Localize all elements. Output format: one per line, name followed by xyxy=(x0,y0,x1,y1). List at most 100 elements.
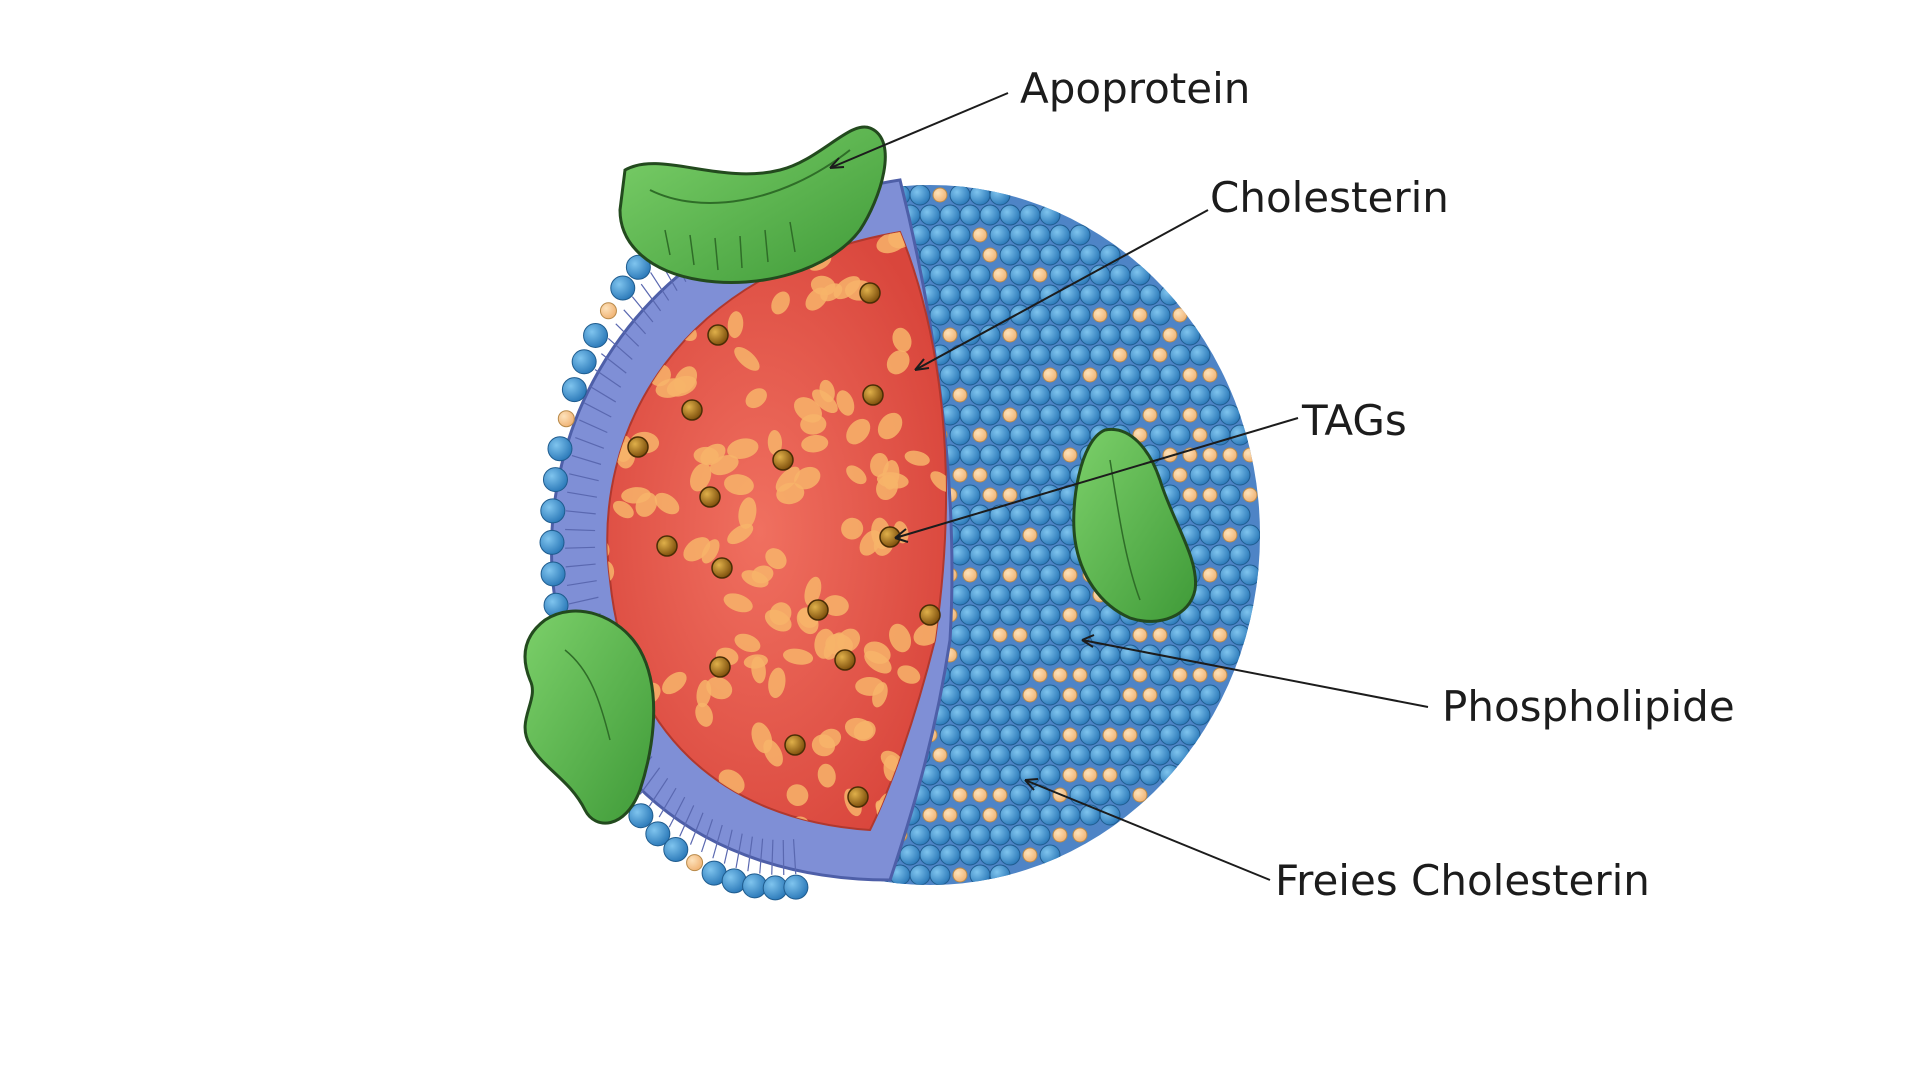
phospholipid-head-icon xyxy=(909,185,931,206)
free-cholesterol-icon xyxy=(1172,307,1188,323)
label-phospholipide: Phospholipide xyxy=(1442,682,1735,731)
phospholipid-head-icon xyxy=(1029,504,1051,526)
phospholipid-head-icon xyxy=(979,284,1001,306)
phospholipid-head-icon xyxy=(1019,724,1041,746)
triacylglycerol-icon xyxy=(892,327,912,353)
free-cholesterol-icon xyxy=(1212,667,1228,683)
phospholipid-head-icon xyxy=(949,344,971,366)
phospholipid-head-icon xyxy=(1119,364,1141,386)
phospholipid-head-icon xyxy=(949,304,971,326)
phospholipid-head-icon xyxy=(1239,604,1260,626)
free-cholesterol-icon xyxy=(1082,767,1098,783)
triacylglycerol-icon xyxy=(768,667,786,699)
phospholipid-head-icon xyxy=(1009,784,1031,806)
phospholipid-head-icon xyxy=(1079,604,1101,626)
free-cholesterol-icon xyxy=(982,247,998,263)
triacylglycerol-icon xyxy=(666,375,697,397)
phospholipid-head-icon xyxy=(989,544,1011,566)
phospholipid-head-icon xyxy=(949,824,971,846)
free-cholesterol-icon xyxy=(922,807,938,823)
phospholipid-head-icon xyxy=(1009,824,1031,846)
phospholipid-head-icon xyxy=(1139,284,1161,306)
phospholipid-head-icon xyxy=(540,498,566,524)
phospholipid-head-icon xyxy=(1059,804,1081,826)
free-cholesterol-icon xyxy=(1012,627,1028,643)
phospholipid-head-icon xyxy=(1209,384,1231,406)
phospholipid-head-icon xyxy=(969,824,991,846)
phospholipid-head-icon xyxy=(1009,544,1031,566)
cholesteryl-ester-icon xyxy=(772,449,794,471)
triacylglycerol-icon xyxy=(846,465,867,485)
phospholipid-head-icon xyxy=(1159,404,1181,426)
phospholipid-head-icon xyxy=(1239,524,1260,546)
phospholipid-head-icon xyxy=(1199,404,1221,426)
phospholipid-head-icon xyxy=(939,724,961,746)
arrow-head xyxy=(829,157,845,169)
phospholipid-head-icon xyxy=(1039,484,1061,506)
phospholipid-head-icon xyxy=(999,244,1021,266)
triacylglycerol-icon xyxy=(764,609,792,632)
triacylglycerol-icon xyxy=(751,565,774,584)
phospholipid-head-icon xyxy=(1029,344,1051,366)
phospholipid-head-icon xyxy=(1049,544,1071,566)
phospholipid-head-icon xyxy=(979,444,1001,466)
cholesteryl-ester-icon xyxy=(919,604,941,626)
phospholipid-head-icon xyxy=(1019,404,1041,426)
phospholipid-head-icon xyxy=(1109,384,1131,406)
phospholipid-head-icon xyxy=(1169,344,1191,366)
phospholipid-head-icon xyxy=(1169,704,1191,726)
phospholipid-head-icon xyxy=(949,264,971,286)
free-cholesterol-icon xyxy=(1222,447,1238,463)
triacylglycerol-icon xyxy=(734,346,760,371)
phospholipid-head-icon xyxy=(1059,364,1081,386)
free-cholesterol-icon xyxy=(1062,607,1078,623)
cholesteryl-ester-icon xyxy=(627,436,649,458)
triacylglycerol-icon xyxy=(846,418,871,445)
free-cholesterol-icon xyxy=(1022,687,1038,703)
phospholipid-head-icon xyxy=(1029,304,1051,326)
phospholipid-head-icon xyxy=(1169,624,1191,646)
label-tags: TAGs xyxy=(1302,396,1407,445)
free-cholesterol-icon xyxy=(952,467,968,483)
phospholipid-head-icon xyxy=(1129,344,1151,366)
phospholipid-head-icon xyxy=(1129,384,1151,406)
triacylglycerol-icon xyxy=(775,466,800,492)
free-cholesterol-icon xyxy=(932,747,948,763)
phospholipid-head-icon xyxy=(969,264,991,286)
phospholipid-head-icon xyxy=(1079,644,1101,666)
triacylglycerol-icon xyxy=(822,595,849,617)
phospholipid-head-icon xyxy=(1029,784,1051,806)
phospholipid-head-icon xyxy=(999,284,1021,306)
phospholipid-head-icon xyxy=(949,424,971,446)
phospholipid-head-icon xyxy=(1039,204,1061,226)
phospholipid-head-icon xyxy=(999,724,1021,746)
free-cholesterol-icon xyxy=(599,302,617,320)
phospholipid-head-icon xyxy=(1059,244,1081,266)
phospholipid-head-icon xyxy=(1069,384,1091,406)
phospholipid-head-icon xyxy=(929,824,951,846)
phospholipid-head-icon xyxy=(1099,244,1121,266)
phospholipid-head-icon xyxy=(959,404,981,426)
triacylglycerol-icon xyxy=(654,492,680,515)
triacylglycerol-icon xyxy=(723,593,753,613)
phospholipid-head-icon xyxy=(969,544,991,566)
phospholipid-head-icon xyxy=(949,185,971,206)
apoprotein-icon xyxy=(1072,427,1198,623)
leader-line-apoprotein xyxy=(829,92,1009,169)
phospholipid-head-icon xyxy=(1109,304,1131,326)
triacylglycerol-icon xyxy=(889,623,912,653)
free-cholesterol-icon xyxy=(992,267,1008,283)
phospholipid-head-icon xyxy=(979,604,1001,626)
phospholipid-head-icon xyxy=(1159,364,1181,386)
phospholipid-head-icon xyxy=(969,664,991,686)
phospholipid-head-icon xyxy=(939,364,961,386)
triacylglycerol-icon xyxy=(833,276,861,300)
phospholipid-head-icon xyxy=(1009,664,1031,686)
phospholipid-head-icon xyxy=(989,744,1011,766)
phospholipid-head-icon xyxy=(1219,644,1241,666)
free-cholesterol-icon xyxy=(1032,267,1048,283)
phospholipid-head-icon xyxy=(1009,744,1031,766)
phospholipid-head-icon xyxy=(989,464,1011,486)
free-cholesterol-icon xyxy=(1072,827,1088,843)
phospholipid-head-icon xyxy=(1089,384,1111,406)
